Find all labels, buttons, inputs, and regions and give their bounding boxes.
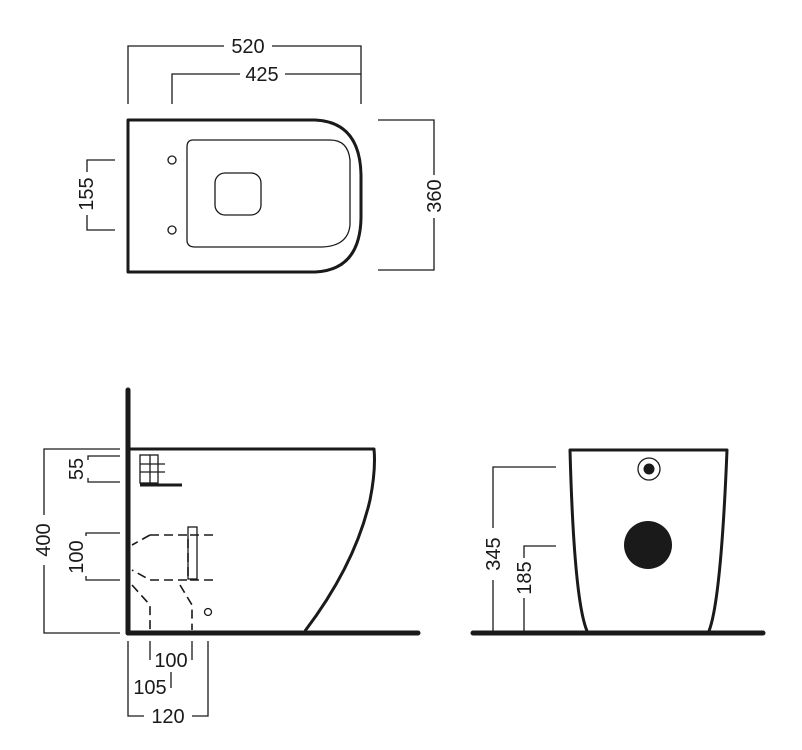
rear-outlet [624,521,672,569]
dimension-105: 105 [133,672,172,699]
dimension-520: 520 [127,36,362,104]
dimension-100-vertical: 100 [66,532,120,581]
dimension-425: 425 [171,64,361,104]
rear-inlet-inner [643,463,655,475]
dimension-100-horizontal: 100 [149,641,193,672]
rear-inlet-outer [637,457,661,481]
dimension-155: 155 [76,159,115,231]
fixing-hole-bottom [167,225,177,235]
top-view-outline [126,118,363,274]
dimension-185: 185 [514,545,556,631]
side-small-hole [203,607,213,617]
dim-label-55: 55 [66,458,88,480]
fixing-hole-top [167,155,177,165]
rear-view: 345 185 [470,448,766,636]
side-view: 400 55 100 100 105 120 [33,387,421,728]
dim-label-100-vertical: 100 [66,540,88,573]
dim-label-185: 185 [514,561,536,594]
dim-label-360: 360 [424,179,446,212]
inlet-bracket [139,454,182,487]
dim-label-400: 400 [33,523,55,556]
rear-body-outline [568,448,729,632]
dimension-345: 345 [483,466,556,631]
dim-label-425: 425 [245,64,278,86]
dim-label-120: 120 [151,706,184,728]
dimension-360: 360 [378,119,446,271]
dim-label-105: 105 [133,677,166,699]
top-view-bowl [186,139,351,248]
dim-label-520: 520 [231,36,264,58]
seat-pad [214,172,262,216]
dimension-400: 400 [33,448,120,634]
concealed-outlet [131,526,214,630]
side-bowl-profile [128,447,376,632]
top-view: 520 425 360 155 [76,36,446,274]
dim-label-100-horizontal: 100 [154,650,187,672]
dim-label-345: 345 [483,537,505,570]
dim-label-155: 155 [76,177,98,210]
dimension-55: 55 [66,455,120,483]
dimension-120: 120 [127,641,209,728]
